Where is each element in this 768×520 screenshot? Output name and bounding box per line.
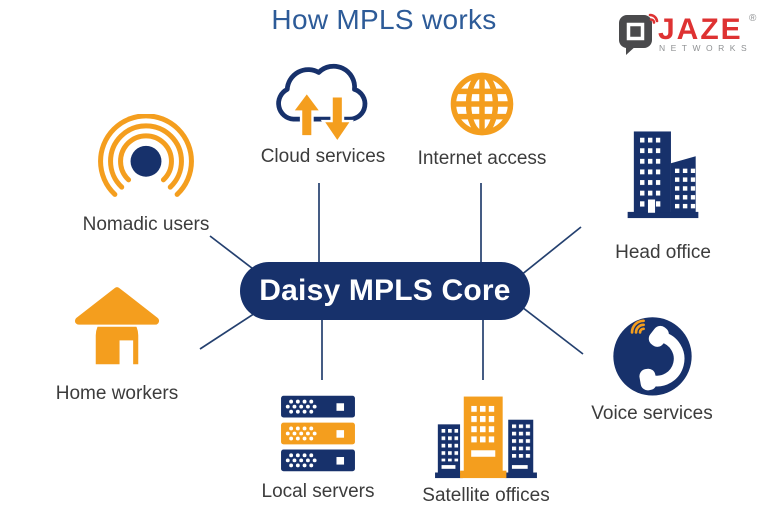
node-label-nomadic-users: Nomadic users — [82, 214, 210, 235]
node-nomadic-users: Nomadic users — [66, 114, 226, 236]
globe-icon — [450, 72, 514, 136]
wireless-signal-icon — [98, 114, 194, 210]
house-icon — [71, 287, 163, 365]
node-head-office: Head office — [583, 126, 743, 264]
node-local-servers: Local servers — [238, 394, 398, 503]
node-voice-services: Voice services — [572, 311, 732, 425]
mpls-core-label: Daisy MPLS Core — [259, 274, 511, 307]
node-label-voice-services: Voice services — [591, 403, 713, 424]
node-cloud-services: Cloud services — [243, 58, 403, 168]
node-satellite-offices: Satellite offices — [406, 391, 566, 507]
node-label-internet-access: Internet access — [417, 148, 547, 169]
registered-trademark-symbol: ® — [749, 13, 757, 24]
jaze-logo-mark-icon — [619, 13, 659, 55]
office-building-icon — [627, 131, 699, 219]
node-label-cloud-services: Cloud services — [260, 146, 386, 167]
mpls-core-node: Daisy MPLS Core — [240, 262, 530, 320]
node-home-workers: Home workers — [37, 286, 197, 405]
telephone-handset-icon — [612, 317, 692, 396]
jaze-brand-text: JAZE — [658, 13, 743, 46]
jaze-networks-logo: JAZE ® NETWORKS — [619, 13, 757, 55]
node-label-satellite-offices: Satellite offices — [422, 485, 550, 506]
page-title: How MPLS works — [271, 4, 497, 35]
office-buildings-icon — [435, 396, 537, 479]
jaze-networks-text: NETWORKS — [659, 43, 752, 53]
cloud-up-down-arrows-icon — [276, 63, 368, 145]
node-label-local-servers: Local servers — [261, 481, 375, 502]
node-label-head-office: Head office — [615, 242, 711, 263]
node-label-home-workers: Home workers — [55, 383, 179, 404]
node-internet-access: Internet access — [402, 62, 562, 170]
server-rack-icon — [281, 395, 355, 472]
